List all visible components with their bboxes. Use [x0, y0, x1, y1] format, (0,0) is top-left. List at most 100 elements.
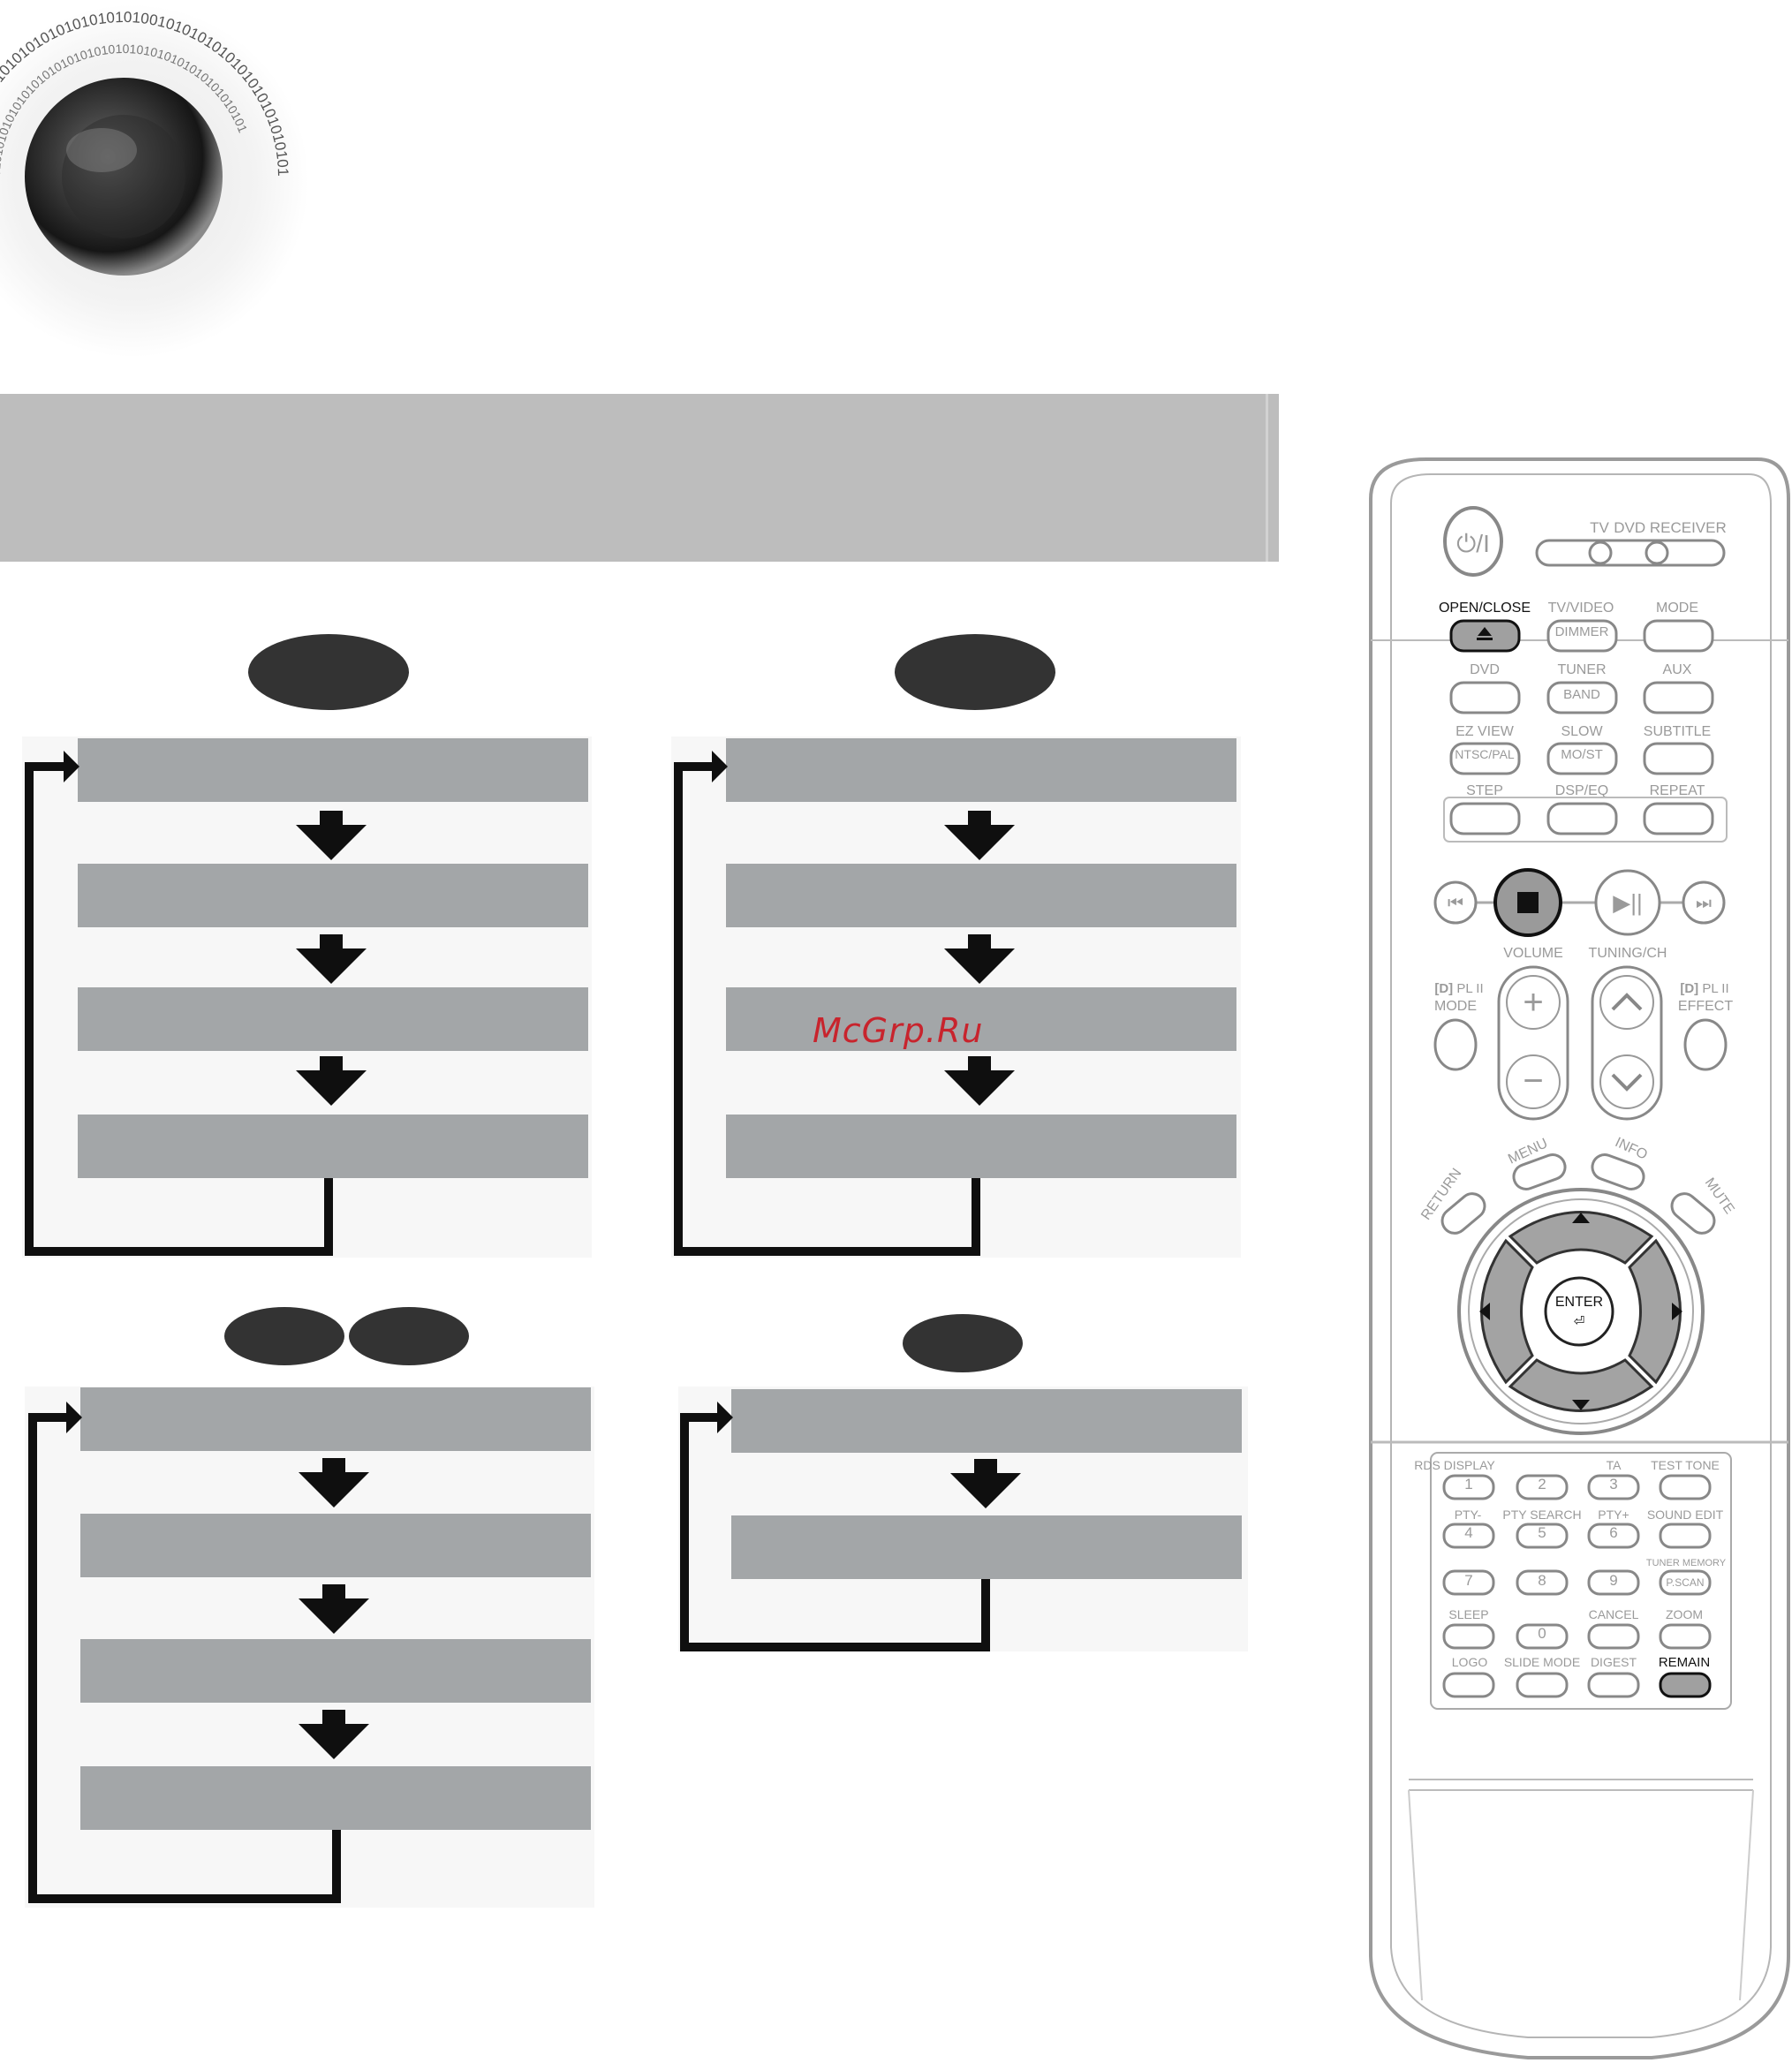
digest-button[interactable]	[1587, 1672, 1640, 1698]
mode-label: MODE	[1656, 601, 1698, 616]
svg-text:8: 8	[1538, 1572, 1546, 1589]
numpad-5-button[interactable]: 5	[1516, 1523, 1569, 1549]
enter-icon: ⏎	[1574, 1313, 1585, 1329]
band-label: BAND	[1563, 687, 1600, 702]
subtitle-button[interactable]	[1643, 742, 1714, 775]
skip-forward-icon: ⏭	[1696, 894, 1712, 913]
play-pause-button[interactable]: ▶||	[1594, 869, 1661, 936]
up-arrow-icon	[1572, 1213, 1590, 1223]
flowchart-3	[25, 1307, 594, 1908]
mute-button[interactable]	[1667, 1189, 1719, 1238]
volume-down-icon[interactable]: −	[1523, 1062, 1543, 1100]
test-tone-button[interactable]	[1659, 1474, 1712, 1500]
flow-step	[78, 987, 588, 1051]
logo-label: LOGO	[1452, 1655, 1488, 1669]
svg-text:4: 4	[1464, 1524, 1472, 1541]
pl2-effect-sub-label: EFFECT	[1678, 999, 1733, 1014]
ntsc-pal-label: NTSC/PAL	[1455, 747, 1515, 761]
volume-up-icon[interactable]: +	[1523, 983, 1543, 1022]
numpad-9-button[interactable]: 9	[1587, 1569, 1640, 1596]
tuner-memory-label: TUNER MEMORY	[1646, 1558, 1727, 1568]
mo-st-button[interactable]	[1546, 742, 1618, 775]
power-icon: ⏻/I	[1456, 530, 1490, 557]
flow-step	[78, 1115, 588, 1178]
numpad-2-button[interactable]: 2	[1516, 1474, 1569, 1500]
sleep-button[interactable]	[1442, 1623, 1495, 1650]
cancel-button[interactable]	[1587, 1623, 1640, 1650]
numpad-0-button[interactable]: 0	[1516, 1623, 1569, 1650]
svg-text:6: 6	[1609, 1524, 1617, 1541]
repeat-button[interactable]	[1643, 802, 1714, 835]
sleep-label: SLEEP	[1448, 1607, 1488, 1621]
menu-button[interactable]	[1510, 1152, 1569, 1193]
stop-button[interactable]	[1493, 868, 1562, 937]
band-button[interactable]	[1546, 681, 1618, 714]
tv-mode-indicator[interactable]	[1588, 540, 1613, 565]
numpad-6-button[interactable]: 6	[1587, 1523, 1640, 1549]
channel-down-icon[interactable]	[1611, 1073, 1643, 1092]
speaker-graphic: 0101010010101010101010101010101001010101…	[0, 4, 309, 358]
dsp-eq-button[interactable]	[1546, 802, 1618, 835]
svg-text:2: 2	[1538, 1476, 1546, 1492]
step-label: STEP	[1466, 783, 1503, 798]
enter-button[interactable]: ENTER ⏎	[1544, 1276, 1614, 1347]
pl2-effect-button[interactable]	[1683, 1018, 1728, 1071]
flowchart-2	[671, 634, 1241, 1258]
aux-label: AUX	[1663, 662, 1692, 677]
pl2-mode-sub-label: MODE	[1434, 999, 1477, 1014]
zoom-button[interactable]	[1659, 1623, 1712, 1650]
numpad-7-button[interactable]: 7	[1442, 1569, 1495, 1596]
test-tone-label: TEST TONE	[1651, 1458, 1720, 1472]
info-button[interactable]	[1589, 1152, 1647, 1193]
ez-view-label: EZ VIEW	[1456, 724, 1515, 739]
flowchart-1	[22, 634, 592, 1258]
flow-step	[726, 1115, 1236, 1178]
watermark-text: McGrp.Ru	[813, 1011, 984, 1050]
volume-label: VOLUME	[1503, 946, 1563, 961]
skip-back-button[interactable]: ⏮	[1433, 880, 1478, 925]
tv-video-label: TV/VIDEO	[1548, 601, 1614, 616]
mode-badge	[248, 634, 409, 710]
numpad-3-button[interactable]: 3	[1587, 1474, 1640, 1500]
down-arrow-icon	[1572, 1400, 1590, 1410]
flow-step	[731, 1389, 1242, 1453]
mode-badge	[895, 634, 1055, 710]
slide-mode-label: SLIDE MODE	[1504, 1655, 1580, 1669]
dpad-right-button[interactable]	[1628, 1238, 1682, 1385]
dimmer-button[interactable]	[1546, 619, 1618, 653]
ntsc-pal-button[interactable]	[1449, 742, 1521, 775]
mode-badge	[224, 1307, 344, 1365]
skip-forward-button[interactable]: ⏭	[1682, 880, 1726, 925]
numpad-8-button[interactable]: 8	[1516, 1569, 1569, 1596]
numpad-4-button[interactable]: 4	[1442, 1523, 1495, 1549]
mode-button[interactable]	[1643, 619, 1714, 653]
logo-button[interactable]	[1442, 1672, 1495, 1698]
flowchart-4	[678, 1314, 1248, 1651]
svg-text:1: 1	[1464, 1476, 1472, 1492]
dpad-down-button[interactable]	[1508, 1358, 1654, 1412]
mo-st-label: MO/ST	[1561, 747, 1603, 762]
svg-text:5: 5	[1538, 1524, 1546, 1541]
dpad-left-button[interactable]	[1480, 1238, 1534, 1385]
step-button[interactable]	[1449, 802, 1521, 835]
dpad-up-button[interactable]	[1508, 1211, 1654, 1265]
numpad-1-button[interactable]: 1	[1442, 1474, 1495, 1500]
dvd-receiver-label: DVD RECEIVER	[1614, 519, 1727, 536]
channel-up-icon[interactable]	[1611, 993, 1643, 1011]
aux-button[interactable]	[1643, 681, 1714, 714]
p-scan-button[interactable]: P.SCAN	[1659, 1569, 1712, 1596]
p-scan-label: P.SCAN	[1666, 1576, 1704, 1589]
return-button[interactable]	[1437, 1189, 1489, 1238]
sound-edit-button[interactable]	[1659, 1523, 1712, 1549]
flow-step	[726, 864, 1236, 927]
flow-step	[78, 864, 588, 927]
flow-step	[726, 987, 1236, 1051]
remain-button[interactable]	[1659, 1672, 1712, 1698]
pl2-mode-button[interactable]	[1433, 1018, 1478, 1071]
stop-icon	[1517, 892, 1539, 913]
power-button[interactable]: ⏻/I	[1443, 506, 1503, 577]
dvd-button[interactable]	[1449, 681, 1521, 714]
slide-mode-button[interactable]	[1516, 1672, 1569, 1698]
enter-label: ENTER	[1555, 1295, 1603, 1310]
dvd-receiver-mode-indicator[interactable]	[1645, 540, 1669, 565]
